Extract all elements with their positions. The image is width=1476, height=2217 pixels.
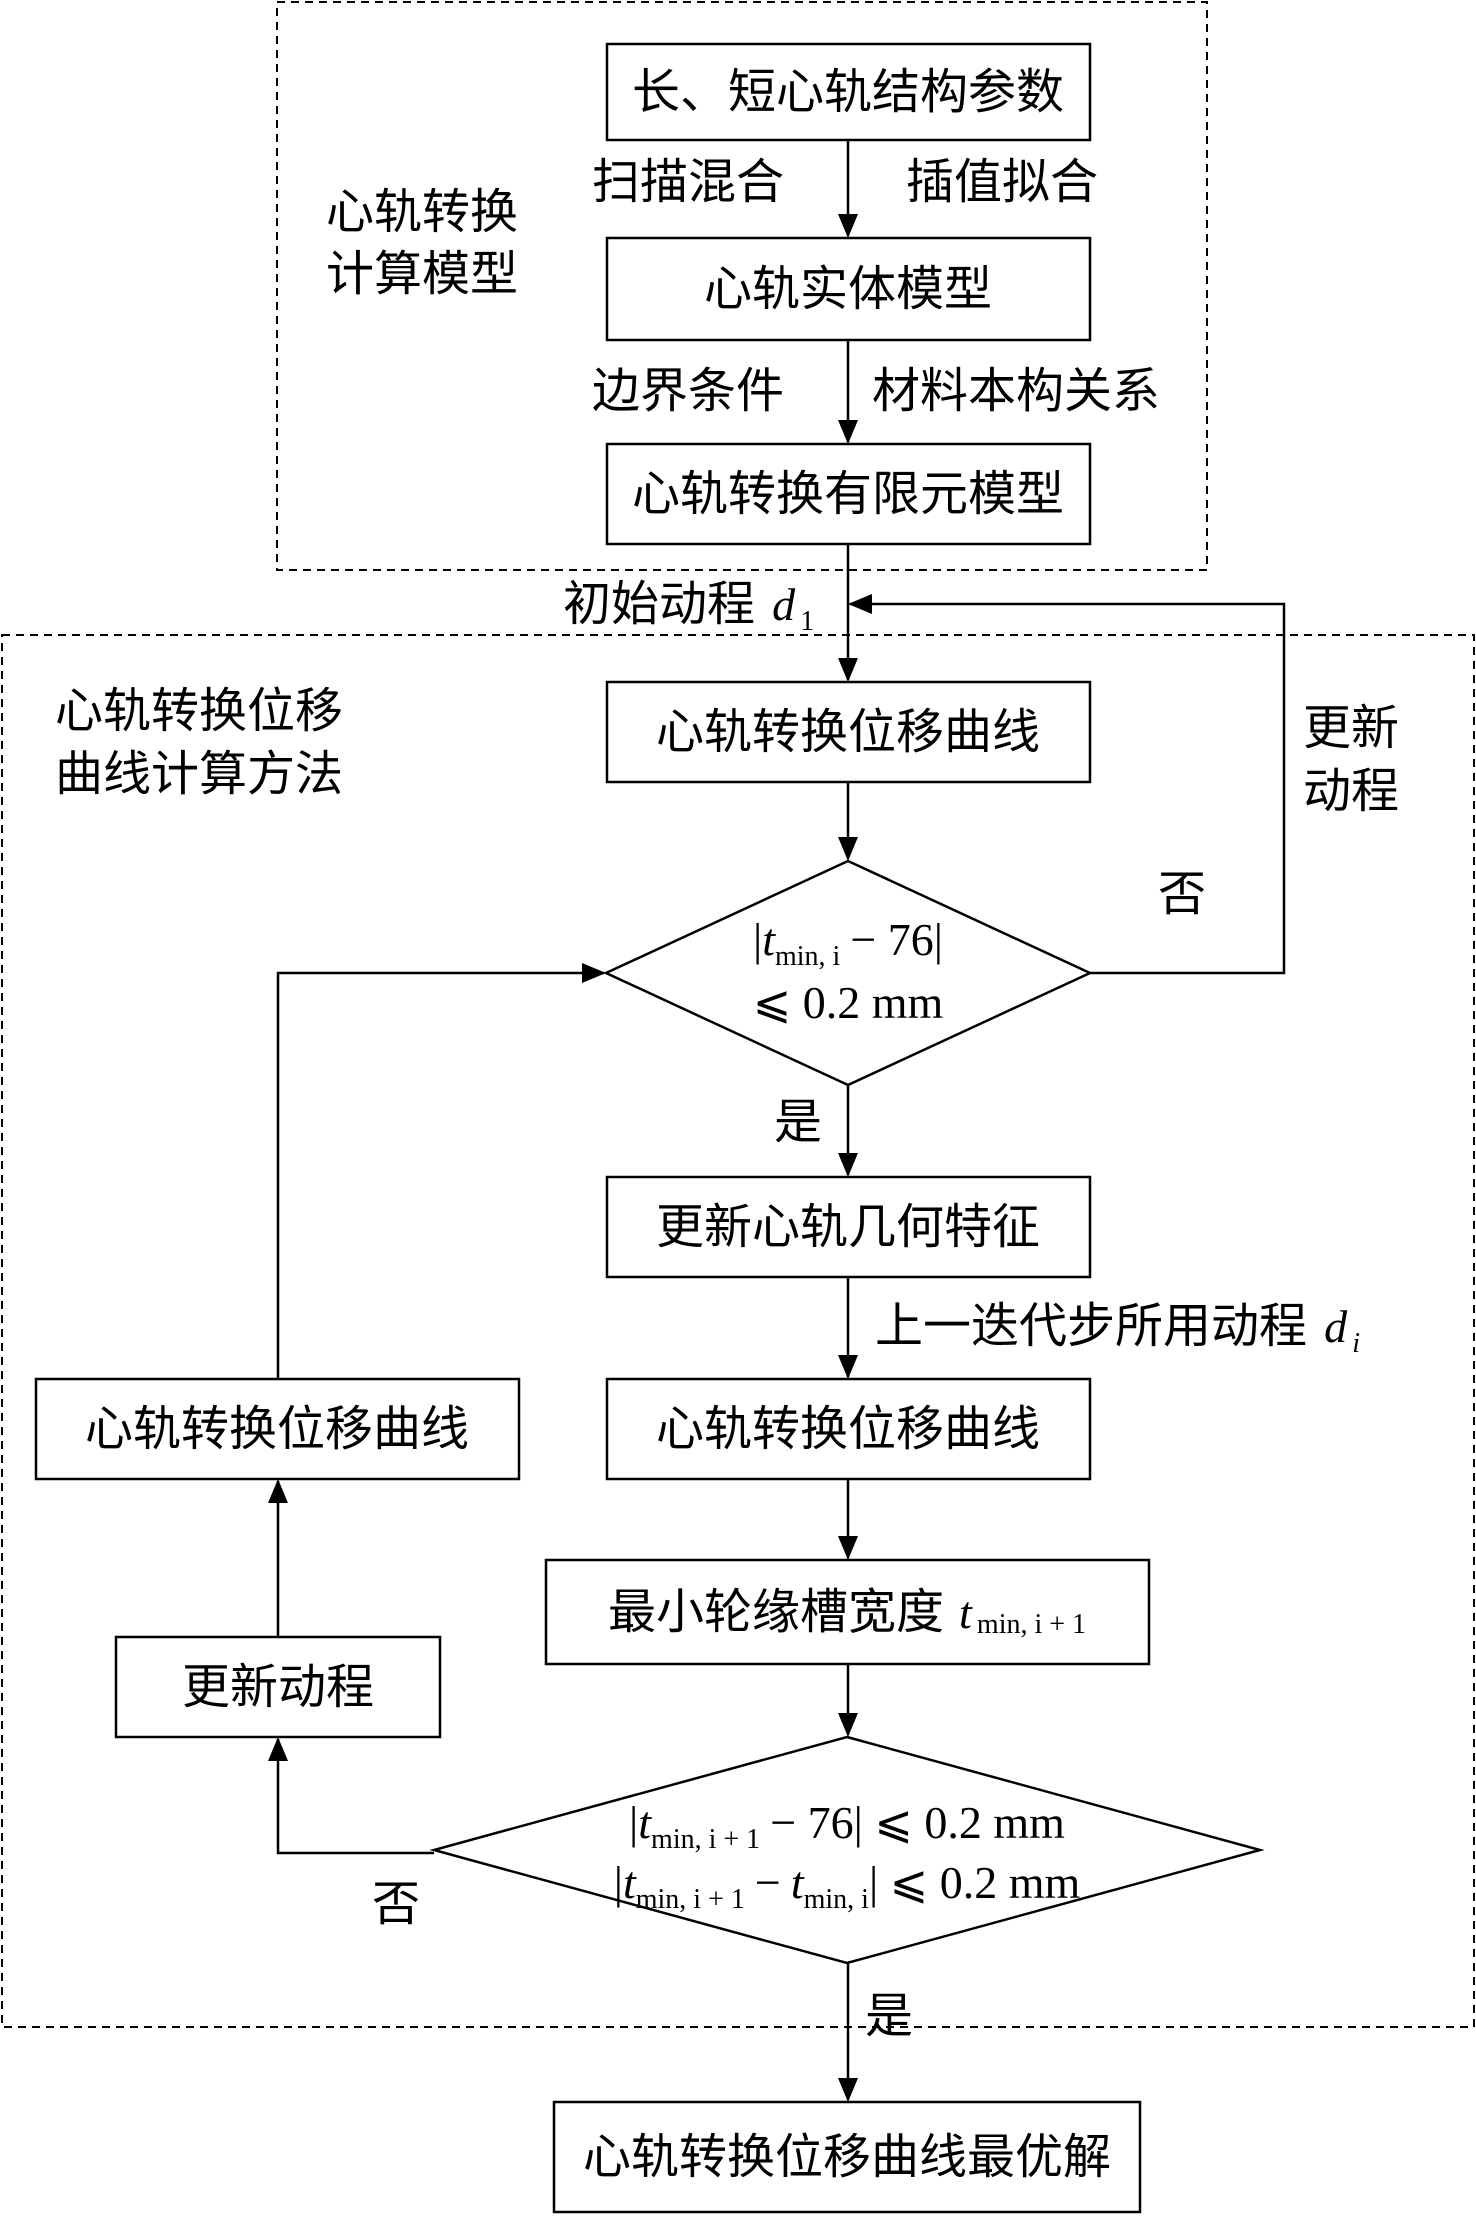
width-var-t: t xyxy=(959,1587,973,1638)
width-node-prefix: 最小轮缘槽宽度 xyxy=(608,1584,944,1640)
decision2-line2-mid: − xyxy=(755,1857,781,1908)
update-left-node-label: 更新动程 xyxy=(182,1659,374,1715)
edge-label-boundary: 边界条件 xyxy=(592,363,784,419)
edge-label-initial-sub: 1 xyxy=(800,606,814,637)
edge-label-prev-prefix: 上一迭代步所用动程 xyxy=(875,1298,1307,1354)
edge-label-yes1: 是 xyxy=(774,1094,822,1150)
edge-label-sweep: 扫描混合 xyxy=(592,154,784,210)
optimal-node: 心轨转换位移曲线最优解 xyxy=(552,2100,1142,2214)
decision1-bar: | xyxy=(753,914,762,965)
decision1-rest: − 76| xyxy=(850,914,943,965)
decision2-line2-t: t xyxy=(623,1857,637,1908)
method-group-label-line1: 心轨转换位移 xyxy=(55,683,343,739)
edge-label-prev-sub: i xyxy=(1352,1328,1360,1359)
model-group-frame xyxy=(276,1,1208,571)
curve-left-node: 心轨转换位移曲线 xyxy=(34,1377,521,1481)
optimal-node-label: 心轨转换位移曲线最优解 xyxy=(583,2129,1111,2185)
edge-curve-left-decision1 xyxy=(276,963,606,1379)
decision2-line2-sub: min, i + 1 xyxy=(636,1884,745,1915)
curve2-node: 心轨转换位移曲线 xyxy=(605,1377,1092,1481)
geometry-node-label: 更新心轨几何特征 xyxy=(656,1199,1040,1255)
fem-node: 心轨转换有限元模型 xyxy=(605,442,1092,546)
decision1-line2: ⩽ 0.2 mm xyxy=(753,977,944,1028)
edge-decision1-update-loop xyxy=(848,594,1286,975)
edge-label-update-right-line1: 更新 xyxy=(1303,700,1399,756)
decision2-node: |tmin, i + 1− 76| ⩽ 0.2 mm |tmin, i + 1−… xyxy=(429,1735,1265,1965)
decision2-line2-rest: | ⩽ 0.2 mm xyxy=(869,1857,1081,1908)
edge-label-initial-prefix: 初始动程 xyxy=(563,576,755,632)
fem-node-label: 心轨转换有限元模型 xyxy=(632,466,1064,522)
solid-node: 心轨实体模型 xyxy=(605,236,1092,342)
width-var-sub: min, i + 1 xyxy=(977,1609,1086,1640)
solid-node-label: 心轨实体模型 xyxy=(704,261,992,317)
edge-decision2-update-left xyxy=(268,1737,434,1855)
decision2-bar1: | xyxy=(629,1797,638,1848)
decision2-line2-t2: t xyxy=(791,1857,805,1908)
edge-label-no1: 否 xyxy=(1158,866,1206,922)
params-node: 长、短心轨结构参数 xyxy=(605,42,1092,142)
curve-left-node-label: 心轨转换位移曲线 xyxy=(85,1401,469,1457)
method-group-frame xyxy=(1,634,1475,2028)
decision2-bar2: | xyxy=(614,1857,623,1908)
decision2-line1: |tmin, i + 1 − 76| ⩽ 0.2 mm xyxy=(629,1797,1065,1855)
model-group-label-line2: 计算模型 xyxy=(326,246,518,302)
curve1-node-label: 心轨转换位移曲线 xyxy=(656,704,1040,760)
geometry-node: 更新心轨几何特征 xyxy=(605,1175,1092,1279)
width-node-label: 最小轮缘槽宽度 t min, i + 1 xyxy=(608,1584,1086,1640)
decision1-sub: min, i xyxy=(775,941,841,972)
curve1-node: 心轨转换位移曲线 xyxy=(605,680,1092,784)
decision2-line1-t: t xyxy=(638,1797,652,1848)
decision1-line1: |tmin, i − 76| xyxy=(753,914,943,972)
model-group-label-line1: 心轨转换 xyxy=(326,184,518,240)
decision2-line1-sub: min, i + 1 xyxy=(651,1824,760,1855)
width-node: 最小轮缘槽宽度 t min, i + 1 xyxy=(544,1558,1151,1666)
edge-label-material: 材料本构关系 xyxy=(872,363,1160,419)
edge-label-yes2: 是 xyxy=(865,1988,913,2044)
decision1-t: t xyxy=(762,914,776,965)
edge-label-update-right-line2: 动程 xyxy=(1303,763,1399,819)
edge-label-initial: 初始动程 d 1 xyxy=(563,576,814,637)
curve2-node-label: 心轨转换位移曲线 xyxy=(656,1401,1040,1457)
decision2-line1-rest: − 76| ⩽ 0.2 mm xyxy=(770,1797,1065,1848)
edge-label-prev-var: d xyxy=(1324,1301,1348,1352)
edge-label-interp: 插值拟合 xyxy=(906,154,1098,210)
edge-label-prev: 上一迭代步所用动程 d i xyxy=(875,1298,1360,1359)
decision2-line2: |tmin, i + 1−tmin, i| ⩽ 0.2 mm xyxy=(614,1857,1081,1915)
edges xyxy=(268,140,1286,2102)
method-group-label-line2: 曲线计算方法 xyxy=(55,746,343,802)
decision1-node: |tmin, i − 76| ⩽ 0.2 mm xyxy=(603,859,1093,1087)
edge-label-no2: 否 xyxy=(372,1876,420,1932)
params-node-label: 长、短心轨结构参数 xyxy=(632,64,1064,120)
update-left-node: 更新动程 xyxy=(114,1635,442,1739)
edge-label-initial-var: d xyxy=(772,579,796,630)
decision2-line2-sub2: min, i xyxy=(804,1884,870,1915)
